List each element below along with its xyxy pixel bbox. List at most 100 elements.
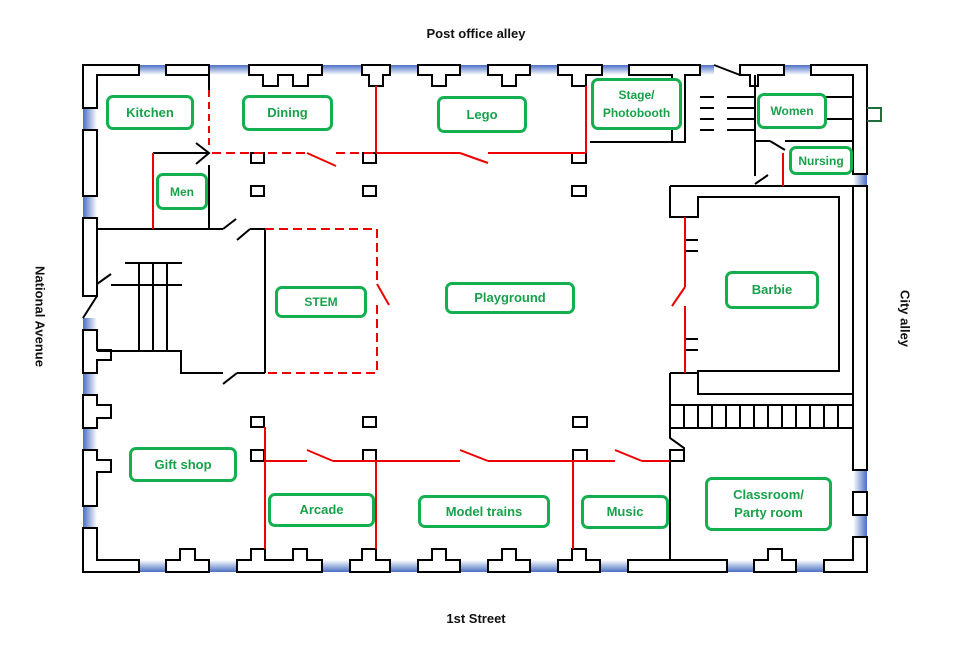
wall-corner	[810, 64, 868, 175]
room-playground-label: Playground	[474, 290, 546, 305]
window	[83, 318, 97, 330]
room-stage-photobooth[interactable]: Stage/ Photobooth	[591, 78, 682, 130]
window	[460, 560, 488, 572]
room-playground[interactable]: Playground	[445, 282, 575, 314]
window	[530, 560, 558, 572]
column	[669, 449, 685, 462]
room-nursing[interactable]: Nursing	[789, 146, 853, 175]
window	[784, 65, 811, 75]
wall-pier	[165, 64, 210, 76]
wall	[669, 186, 840, 373]
window	[390, 560, 418, 572]
column	[362, 416, 377, 428]
window	[83, 428, 97, 450]
column	[572, 416, 588, 428]
wall-pier	[852, 185, 868, 471]
wall-pier	[349, 548, 391, 573]
window	[600, 560, 628, 572]
wall-pier	[557, 548, 601, 573]
door-swing	[754, 174, 769, 185]
room-lego-label: Lego	[466, 106, 498, 122]
wall-pier	[82, 217, 98, 297]
column	[571, 152, 587, 164]
room-gift-shop[interactable]: Gift shop	[129, 447, 237, 482]
wall-pier	[627, 559, 728, 573]
wall-pier	[361, 64, 391, 87]
room-men[interactable]: Men	[156, 173, 208, 210]
street-label-east: City alley	[897, 289, 913, 348]
room-lego[interactable]: Lego	[437, 96, 527, 133]
room-gift-shop-label: Gift shop	[154, 456, 212, 472]
room-classroom-party-room[interactable]: Classroom/ Party room	[705, 477, 832, 531]
window	[209, 560, 237, 572]
window	[83, 196, 97, 218]
wall-pier	[417, 548, 461, 573]
street-label-north: Post office alley	[426, 26, 526, 41]
column	[362, 449, 377, 462]
room-model-trains[interactable]: Model trains	[418, 495, 550, 528]
door-swing	[222, 218, 237, 230]
column	[362, 152, 377, 164]
wall-corner	[823, 536, 868, 573]
door-swing	[222, 372, 238, 385]
wall-pier	[739, 64, 785, 87]
column	[572, 449, 588, 462]
window	[139, 65, 166, 75]
wall-pier	[236, 548, 323, 573]
column	[250, 449, 265, 462]
column	[362, 185, 377, 197]
wall	[669, 428, 685, 560]
room-dining-label: Dining	[267, 105, 308, 120]
partitions	[152, 86, 784, 549]
room-music[interactable]: Music	[581, 495, 669, 529]
door-swing	[236, 228, 251, 241]
window	[853, 470, 867, 492]
room-dining[interactable]: Dining	[242, 95, 333, 131]
window	[83, 373, 97, 395]
room-music-label: Music	[606, 504, 644, 519]
street-label-south: 1st Street	[446, 611, 506, 626]
door-swing	[195, 142, 211, 165]
window	[209, 65, 249, 75]
exit-marker	[867, 107, 882, 122]
room-women-label: Women	[770, 104, 814, 118]
door-swing	[459, 449, 489, 462]
room-nursing-label: Nursing	[798, 153, 844, 168]
room-arcade-label: Arcade	[299, 502, 344, 517]
wall-pier	[82, 394, 112, 429]
room-stage-label: Stage/ Photobooth	[602, 88, 671, 120]
window	[853, 515, 867, 537]
wall-pier	[487, 64, 531, 87]
wall	[97, 350, 223, 374]
window	[83, 108, 97, 130]
wall-corner	[82, 64, 140, 109]
window	[460, 65, 488, 75]
window	[390, 65, 418, 75]
door-swing	[306, 449, 334, 462]
room-arcade[interactable]: Arcade	[268, 493, 375, 527]
column	[250, 185, 265, 197]
window	[139, 560, 166, 572]
room-stem[interactable]: STEM	[275, 286, 367, 318]
window	[853, 174, 867, 186]
room-model-trains-label: Model trains	[445, 503, 523, 519]
wall-pier	[753, 548, 797, 573]
room-barbie[interactable]: Barbie	[725, 271, 819, 309]
wall-pier	[82, 449, 112, 507]
wall-pier	[417, 64, 461, 87]
windows	[83, 65, 867, 572]
room-stem-label: STEM	[304, 295, 338, 309]
column	[250, 416, 265, 428]
door-swing	[671, 286, 686, 307]
room-women[interactable]: Women	[757, 93, 827, 129]
street-label-west: National Avenue	[32, 266, 48, 367]
wall-corner	[82, 527, 140, 573]
door-swing	[713, 64, 741, 76]
wall-pier	[852, 491, 868, 516]
room-kitchen[interactable]: Kitchen	[106, 95, 194, 130]
partition-dashed	[265, 228, 378, 284]
column	[250, 152, 265, 164]
room-men-label: Men	[170, 184, 194, 199]
wall-pier	[487, 548, 531, 573]
